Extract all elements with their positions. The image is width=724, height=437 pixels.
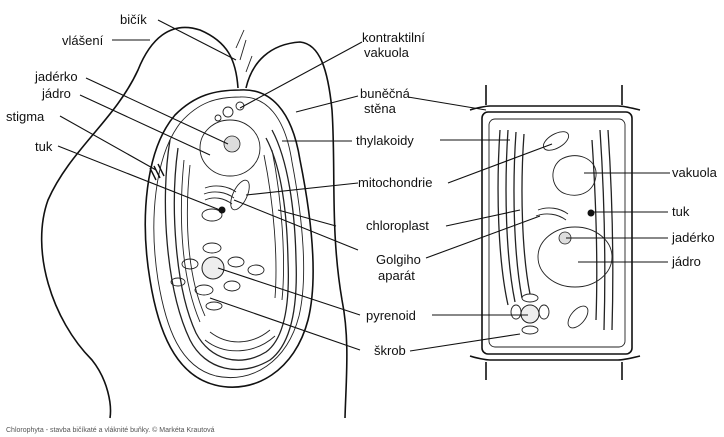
- label-jaderko-right: jadérko: [671, 230, 715, 245]
- golgi-right: [536, 208, 568, 220]
- nucleus-right: [538, 227, 612, 287]
- chloroplast-right-band: [592, 130, 613, 330]
- label-golgi-1: Golgiho: [376, 252, 421, 267]
- leader-jaderko-left: [86, 78, 228, 144]
- label-vlaseni: vlášení: [62, 33, 104, 48]
- label-skrob: škrob: [374, 343, 406, 358]
- nucleolus-left: [224, 136, 240, 152]
- flagellate-cell: [42, 27, 347, 418]
- figure-caption: Chlorophyta - stavba bičíkaté a vláknité…: [6, 426, 215, 434]
- chloroplast-left-band: [498, 130, 530, 305]
- label-golgi-2: aparát: [378, 268, 415, 283]
- leader-kontraktilni: [240, 42, 362, 108]
- leader-mitochondrie-right: [448, 144, 552, 183]
- label-tuk-right: tuk: [672, 204, 690, 219]
- leader-bicik: [158, 20, 236, 60]
- label-jaderko-left: jadérko: [34, 69, 78, 84]
- mitochondrion-right-top: [540, 128, 571, 154]
- leader-tuk-left: [58, 146, 220, 210]
- pyrenoid-left: [202, 257, 224, 279]
- label-bunecna-2: stěna: [364, 101, 397, 116]
- label-thylakoidy: thylakoidy: [356, 133, 414, 148]
- leader-mitochondrie-left: [246, 183, 358, 195]
- vacuole-right: [553, 156, 596, 196]
- label-stigma: stigma: [6, 109, 45, 124]
- label-vakuola: vakuola: [672, 165, 718, 180]
- label-tuk-left: tuk: [35, 139, 53, 154]
- leader-stigma: [60, 116, 156, 170]
- flagellum-hairs: [236, 30, 252, 72]
- label-kontraktilni-1: kontraktilní: [362, 30, 425, 45]
- fat-droplet-right: [588, 210, 595, 217]
- label-kontraktilni-2: vakuola: [364, 45, 410, 60]
- flagellum-left: [42, 27, 238, 418]
- leader-bunecna-left: [296, 96, 358, 112]
- leader-bunecna-right: [408, 97, 486, 110]
- leader-skrob-right: [410, 334, 520, 351]
- label-pyrenoid: pyrenoid: [366, 308, 416, 323]
- label-jadro-left: jádro: [41, 86, 71, 101]
- leader-jadro-left: [80, 95, 210, 155]
- label-jadro-right: jádro: [671, 254, 701, 269]
- thylakoid-lines-left: [181, 150, 283, 351]
- leader-chloroplast-right: [446, 210, 520, 226]
- flagellum-right: [246, 42, 347, 418]
- label-bicik: bičík: [120, 12, 147, 27]
- label-mitochondrie: mitochondrie: [358, 175, 432, 190]
- label-chloroplast: chloroplast: [366, 218, 429, 233]
- mitochondrion-right-bottom: [564, 303, 591, 332]
- contractile-vacuole: [215, 102, 244, 121]
- label-bunecna-1: buněčná: [360, 86, 411, 101]
- pyrenoid-right: [521, 305, 539, 323]
